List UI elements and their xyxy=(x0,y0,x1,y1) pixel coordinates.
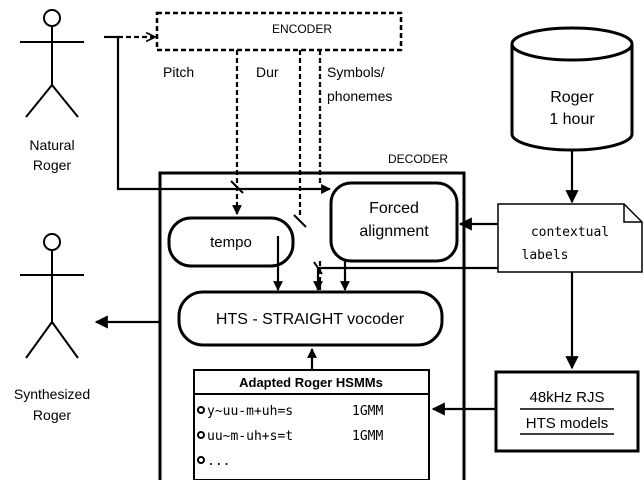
hsmms-row: uu~m-uh+s=t 1GMM xyxy=(197,429,383,444)
database-label-line1: Roger xyxy=(550,89,594,106)
encoder-box: ENCODER xyxy=(155,11,403,52)
contextual-labels-document: contextual labels xyxy=(497,203,643,273)
synthesized-roger-figure-icon xyxy=(20,233,84,359)
hsmms-row: ... xyxy=(197,454,230,469)
symbols-stream-label-line2: phonemes xyxy=(327,88,392,104)
decoder-label: DECODER xyxy=(388,152,448,166)
rjs-models-box: 48kHz RJS HTS models xyxy=(494,370,640,453)
forced-alignment-label-line1: Forced xyxy=(369,200,419,217)
forced-alignment-box: Forced alignment xyxy=(329,181,459,263)
database-label-line2: 1 hour xyxy=(549,111,595,128)
synthesized-roger-label-line1: Synthesized xyxy=(14,386,90,402)
contextual-labels-line2: labels xyxy=(522,248,569,263)
natural-roger-figure-icon xyxy=(20,9,84,118)
roger-database-cylinder: Roger 1 hour xyxy=(510,26,634,152)
encoder-label: ENCODER xyxy=(272,22,332,36)
symbols-stream-label-line1: Symbols/ xyxy=(327,64,385,80)
dur-stream-label: Dur xyxy=(256,64,279,80)
pitch-stream-label: Pitch xyxy=(163,64,194,80)
vocoder-label: HTS - STRAIGHT vocoder xyxy=(216,311,405,328)
contextual-labels-line1: contextual xyxy=(531,225,609,240)
hsmms-row-gmm: 1GMM xyxy=(352,404,383,419)
hsmms-row-model: y~uu-m+uh=s xyxy=(207,404,293,419)
tempo-label: tempo xyxy=(210,234,252,251)
hsmms-row-model: uu~m-uh+s=t xyxy=(207,429,293,444)
hsmms-row: y~uu-m+uh=s 1GMM xyxy=(197,404,383,419)
speech-to-forced-alignment-arrow xyxy=(116,37,331,194)
hsmms-row-gmm: 1GMM xyxy=(352,429,383,444)
decoder-box: DECODER xyxy=(158,152,466,480)
vocoder-box: HTS - STRAIGHT vocoder xyxy=(177,290,444,347)
natural-roger-label-line2: Roger xyxy=(33,157,71,173)
tempo-box: tempo xyxy=(167,216,295,268)
bullet-icon xyxy=(197,456,205,464)
bullet-icon xyxy=(197,431,205,439)
rjs-models-label-line2: HTS models xyxy=(526,415,609,432)
hsmms-table: Adapted Roger HSMMs y~uu-m+uh=s 1GMM uu~… xyxy=(193,369,430,480)
forced-alignment-label-line2: alignment xyxy=(359,223,429,240)
synthesized-roger-label-line2: Roger xyxy=(33,407,71,423)
bullet-icon xyxy=(197,406,205,414)
dur-hash-mark xyxy=(293,214,307,228)
natural-roger-actor: Natural Roger xyxy=(20,9,84,173)
hsmms-title: Adapted Roger HSMMs xyxy=(239,375,383,390)
rjs-models-label-line1: 48kHz RJS xyxy=(529,389,604,406)
synthesized-roger-actor: Synthesized Roger xyxy=(14,233,90,423)
hsmms-row-model: ... xyxy=(207,454,230,469)
natural-roger-label-line1: Natural xyxy=(29,137,74,153)
pitch-hash-mark xyxy=(230,180,244,194)
